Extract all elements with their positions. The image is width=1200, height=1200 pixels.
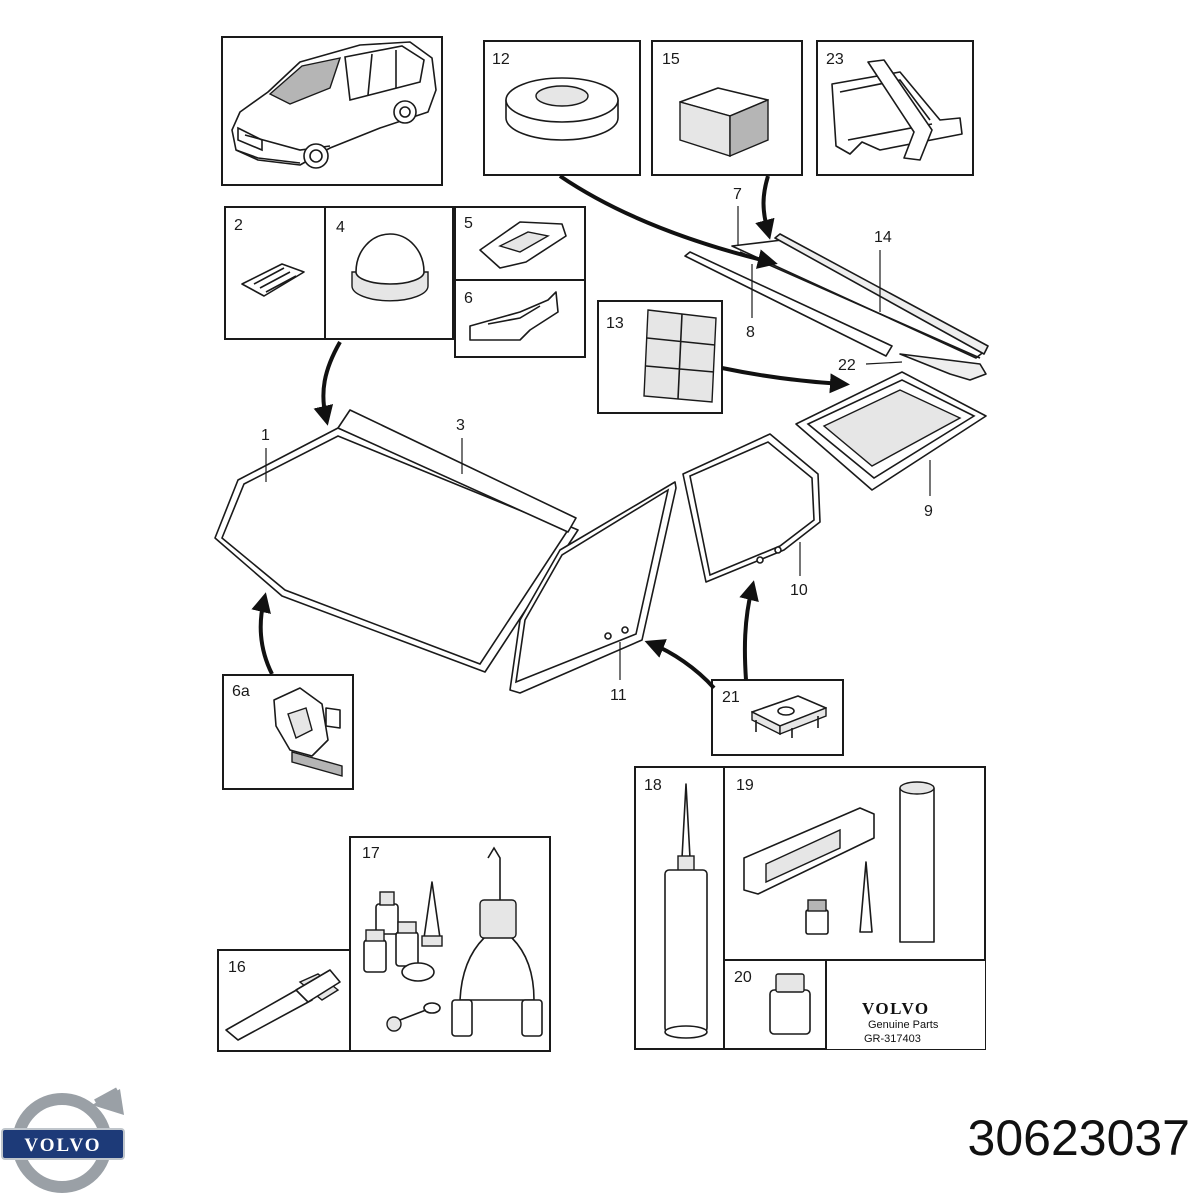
- cap-illustration: [351, 233, 429, 302]
- volvo-iron-mark-icon: VOLVO: [1, 1087, 125, 1193]
- callout-13: 13: [606, 315, 624, 332]
- vehicle-overview: [221, 36, 443, 186]
- box-13: 13: [597, 300, 723, 414]
- callout-9: 9: [924, 503, 933, 520]
- box-23: 23: [816, 40, 974, 176]
- box-15: 15: [651, 40, 803, 176]
- cartridge-18-illustration: [664, 783, 708, 1039]
- box-18-19-20: 18 19 20: [634, 766, 986, 1050]
- callout-18: 18: [644, 777, 662, 794]
- brand-wordmark: VOLVO: [862, 999, 930, 1018]
- moulding-3: [337, 409, 577, 533]
- callout-22: 22: [838, 357, 856, 374]
- callout-1: 1: [261, 427, 270, 444]
- assembly-arrows: [251, 174, 850, 690]
- quarter-glass-9: [795, 371, 987, 491]
- trim-strip-illustration: [831, 59, 963, 161]
- bracket-6-illustration: [469, 291, 559, 341]
- diagram-code: GR-317403: [864, 1033, 921, 1045]
- tool-kit-illustration: [363, 846, 543, 1037]
- callout-10: 10: [790, 582, 808, 599]
- kit-19-illustration: [743, 781, 935, 943]
- box-21: 21: [711, 679, 844, 756]
- callout-7: 7: [733, 186, 742, 203]
- callout-14: 14: [874, 229, 892, 246]
- grommet-illustration: [505, 77, 619, 141]
- box-17: 17: [349, 836, 551, 1052]
- rails-7-8-14-22: [684, 233, 989, 381]
- callout-6: 6: [464, 290, 473, 307]
- foam-block-illustration: [679, 87, 769, 158]
- callout-3: 3: [456, 417, 465, 434]
- rear-door-glass-10: [682, 433, 821, 583]
- callout-15: 15: [662, 51, 680, 68]
- brand-block: VOLVO Genuine Parts GR-317403: [862, 999, 939, 1045]
- brand-subtitle: Genuine Parts: [868, 1019, 939, 1031]
- logo-wordmark: VOLVO: [24, 1135, 101, 1156]
- callout-16: 16: [228, 959, 246, 976]
- adhesive-pads-illustration: [643, 309, 717, 403]
- callout-17: 17: [362, 845, 380, 862]
- tube-illustration: [225, 969, 341, 1041]
- bracket-5-illustration: [479, 221, 567, 269]
- bottle-20-illustration: [769, 973, 811, 1035]
- box-5-6: 5 6: [454, 206, 586, 358]
- callout-4: 4: [336, 219, 345, 236]
- callout-11: 11: [610, 687, 627, 704]
- mounting-clip-illustration: [751, 695, 827, 738]
- door-glass-11: [509, 481, 677, 694]
- retainer-illustration: [273, 687, 343, 777]
- callout-20: 20: [734, 969, 752, 986]
- clip-illustration: [241, 263, 305, 297]
- callout-23: 23: [826, 51, 844, 68]
- callout-5: 5: [464, 215, 473, 232]
- callout-19: 19: [736, 777, 754, 794]
- box-6a: 6a: [222, 674, 354, 790]
- estate-car-illustration: [231, 41, 437, 169]
- callout-8: 8: [746, 324, 755, 341]
- callout-6a: 6a: [232, 683, 250, 700]
- box-16: 16: [217, 949, 353, 1052]
- callout-12: 12: [492, 51, 510, 68]
- callout-2: 2: [234, 217, 243, 234]
- box-2-4: 2 4: [224, 206, 454, 340]
- box-12: 12: [483, 40, 641, 176]
- callout-21: 21: [722, 689, 740, 706]
- part-number: 30623037: [967, 1110, 1190, 1166]
